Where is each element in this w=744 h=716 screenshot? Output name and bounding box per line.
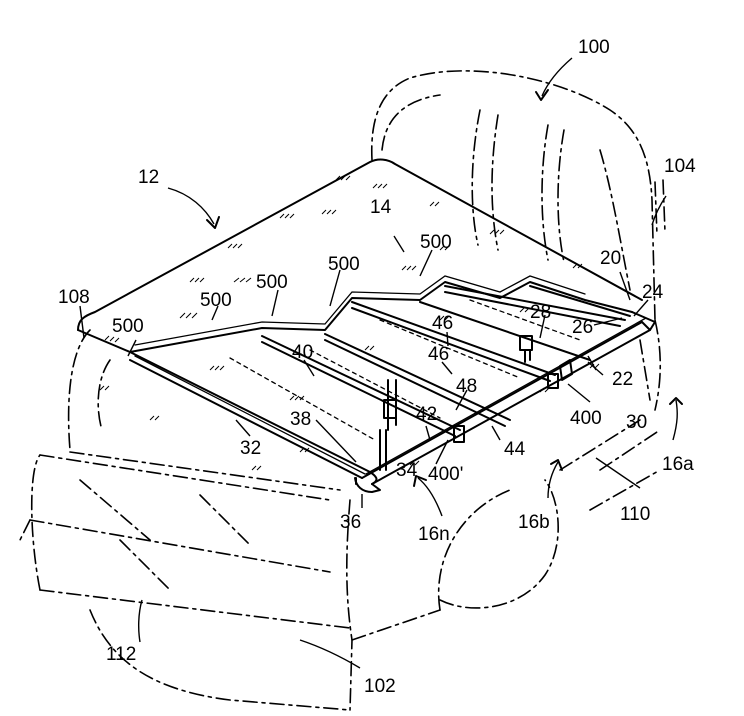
tonneau-cover <box>77 158 656 493</box>
surface-hatching <box>99 175 600 471</box>
label-38: 38 <box>290 409 311 430</box>
label-36: 36 <box>340 512 361 533</box>
leader-lines <box>79 57 683 669</box>
label-42: 42 <box>416 404 437 425</box>
label-46-upper: 46 <box>432 313 453 334</box>
label-20: 20 <box>600 248 621 269</box>
label-12: 12 <box>138 167 159 188</box>
label-44: 44 <box>504 439 526 460</box>
reference-labels: 100 12 104 14 20 500 500 500 500 500 108… <box>58 37 696 697</box>
label-500-top: 500 <box>420 232 452 253</box>
label-500-mid: 500 <box>328 254 360 275</box>
label-14: 14 <box>370 197 392 218</box>
label-46-lower: 46 <box>428 344 449 365</box>
label-112: 112 <box>106 644 136 665</box>
label-500-center: 500 <box>256 272 288 293</box>
label-16a: 16a <box>662 454 694 475</box>
label-40: 40 <box>292 342 313 363</box>
label-16n: 16n <box>418 524 450 545</box>
vehicle-outline <box>19 70 666 711</box>
label-22: 22 <box>612 369 633 390</box>
label-30: 30 <box>626 412 647 433</box>
label-28: 28 <box>530 302 551 323</box>
label-500-edge: 500 <box>112 316 144 337</box>
label-100: 100 <box>578 37 610 58</box>
label-108: 108 <box>58 287 90 308</box>
label-500-left: 500 <box>200 290 232 311</box>
label-34: 34 <box>396 460 418 481</box>
label-400-prime: 400' <box>428 464 463 485</box>
label-48: 48 <box>456 376 477 397</box>
label-102: 102 <box>364 676 396 697</box>
label-110: 110 <box>620 504 650 525</box>
label-400: 400 <box>570 408 602 429</box>
label-16b: 16b <box>518 512 550 533</box>
label-32: 32 <box>240 438 261 459</box>
label-26: 26 <box>572 317 593 338</box>
label-24: 24 <box>642 282 664 303</box>
label-104: 104 <box>664 156 696 177</box>
